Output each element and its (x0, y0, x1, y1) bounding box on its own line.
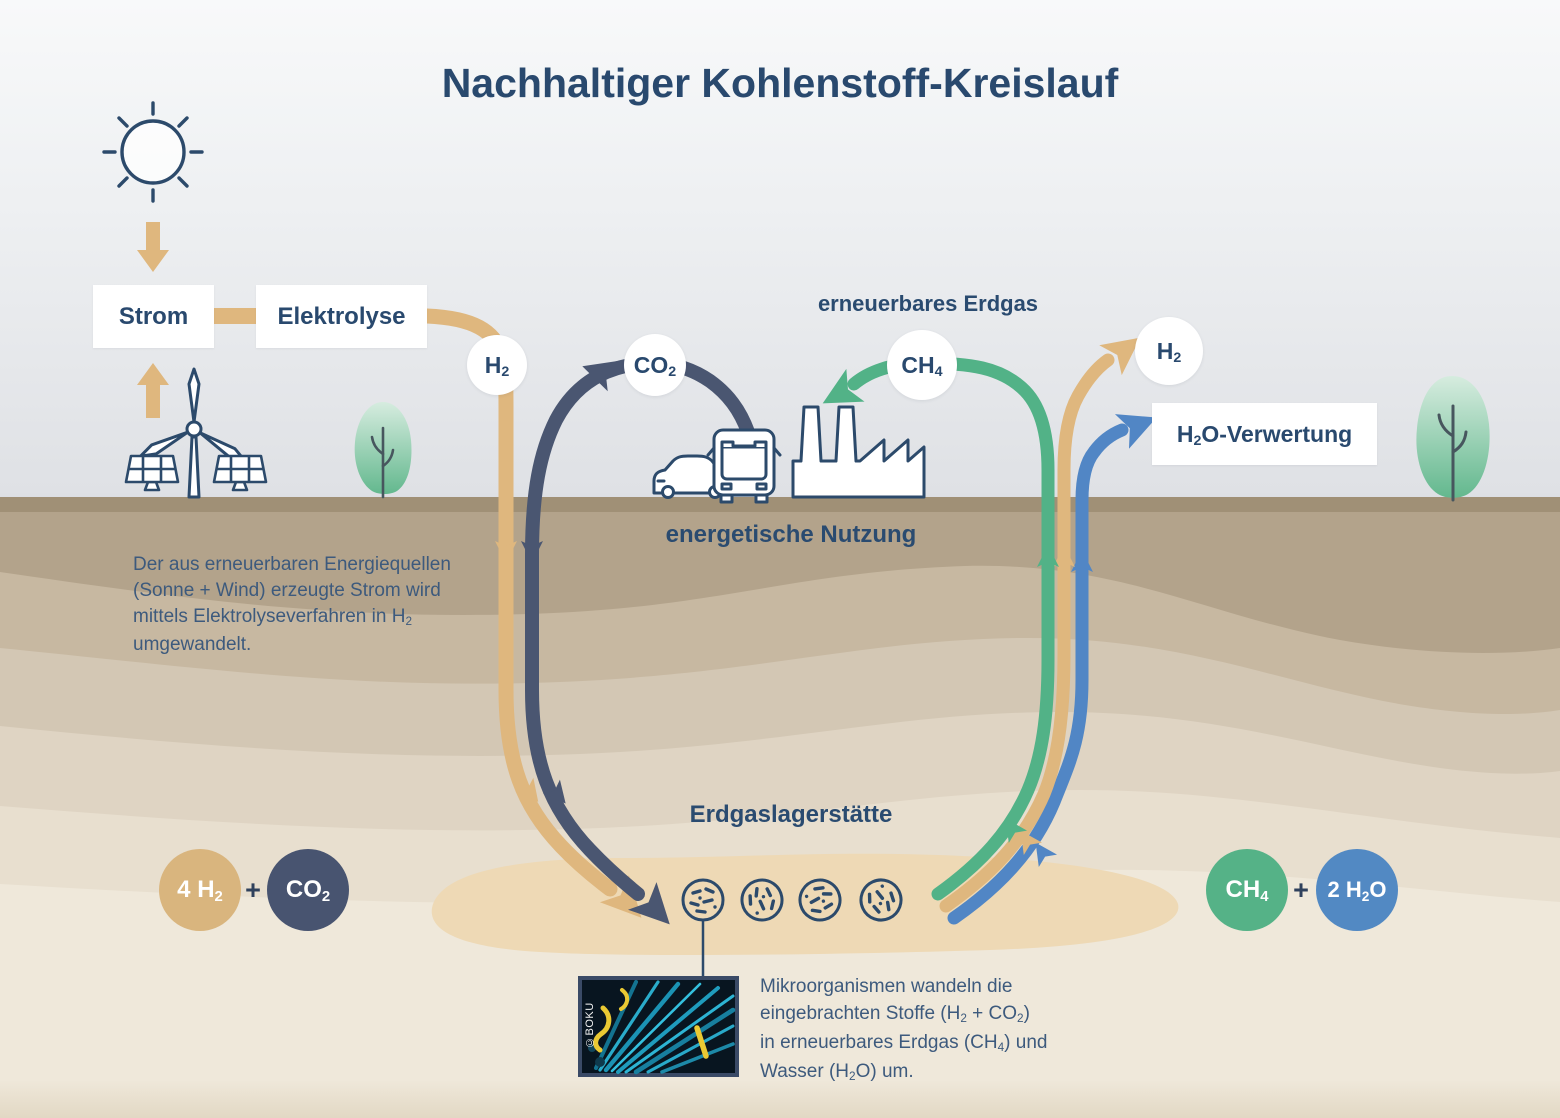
product-ch4-circle: CH4 (1206, 849, 1288, 931)
reactant-co2-label: CO2 (285, 876, 331, 906)
h2o-verwertung-label: H2O-Verwertung (1176, 420, 1353, 450)
ground-layers (0, 497, 1560, 1118)
sun-to-strom-arrow (137, 222, 169, 272)
reactant-co2-circle: CO2 (267, 849, 349, 931)
electrolysis-line-4: umgewandelt. (133, 634, 252, 655)
electrolysis-line-2: (Sonne + Wind) erzeugte Strom wird (133, 580, 441, 601)
microbes-line-3: in erneuerbares Erdgas (CH4) und (760, 1032, 1048, 1055)
wind-to-strom-arrow (137, 363, 169, 418)
page-title: Nachhaltiger Kohlenstoff-Kreislauf (441, 60, 1119, 106)
elektrolyse-label: Elektrolyse (277, 302, 406, 330)
ch4-node-label: CH4 (901, 351, 943, 381)
factory-icon (791, 405, 926, 499)
renewable-gas-label: erneuerbares Erdgas (817, 291, 1039, 316)
strom-label: Strom (118, 302, 189, 330)
bus-icon (706, 428, 782, 504)
product-ch4-label: CH4 (1225, 876, 1269, 906)
tree-icon-left (354, 402, 412, 499)
reaction-right-plus: + (1293, 875, 1309, 905)
tree-icon-right (1416, 376, 1490, 502)
strom-box: Strom (93, 285, 214, 348)
electrolysis-line-1: Der aus erneuerbaren Energiequellen (133, 554, 451, 575)
h2-node-left-label: H2 (484, 351, 510, 381)
microbes-line-2: eingebrachten Stoffe (H2 + CO2) (760, 1003, 1030, 1026)
photo-credit: ©BOKU (584, 1002, 596, 1048)
reactant-4h2-circle: 4 H2 (159, 849, 241, 931)
energetic-use-label: energetische Nutzung (665, 521, 917, 548)
gas-reservoir-blob (431, 853, 1179, 956)
microbes-line-1: Mikroorganismen wandeln die (760, 976, 1013, 997)
microbes-icon (681, 878, 903, 922)
product-h2o-circle: 2 H2O (1316, 849, 1398, 931)
co2-capture-arrow (521, 355, 755, 925)
co2-node-label: CO2 (633, 351, 677, 381)
co2-node: CO2 (624, 334, 686, 396)
microbes-line-4: Wasser (H2O) um. (760, 1061, 914, 1084)
h2-node-left: H2 (467, 335, 527, 395)
product-h2o-label: 2 H2O (1327, 877, 1387, 904)
h2o-return-arrow (947, 414, 1157, 925)
reaction-left-plus: + (245, 875, 261, 905)
h2-node-right: H2 (1135, 317, 1203, 385)
h2-return-arrow (939, 337, 1141, 913)
electrolysis-paragraph: Der aus erneuerbaren Energiequellen (Son… (133, 552, 463, 658)
solar-panel-icon (124, 454, 268, 492)
strom-elektrolyse-connector (212, 308, 258, 324)
electrolysis-line-3: mittels Elektrolyseverfahren in H2 (133, 606, 412, 629)
microbes-paragraph: Mikroorganismen wandeln die eingebrachte… (760, 973, 1100, 1087)
elektrolyse-box: Elektrolyse (256, 285, 427, 348)
gas-reservoir-label: Erdgaslagerstätte (689, 801, 893, 828)
sun-icon (102, 101, 204, 203)
ch4-node: CH4 (887, 330, 957, 400)
microscope-photo (578, 976, 739, 1077)
reactant-4h2-label: 4 H2 (177, 876, 223, 906)
h2o-verwertung-box: H2O-Verwertung (1152, 403, 1377, 465)
h2-node-right-label: H2 (1156, 337, 1182, 367)
